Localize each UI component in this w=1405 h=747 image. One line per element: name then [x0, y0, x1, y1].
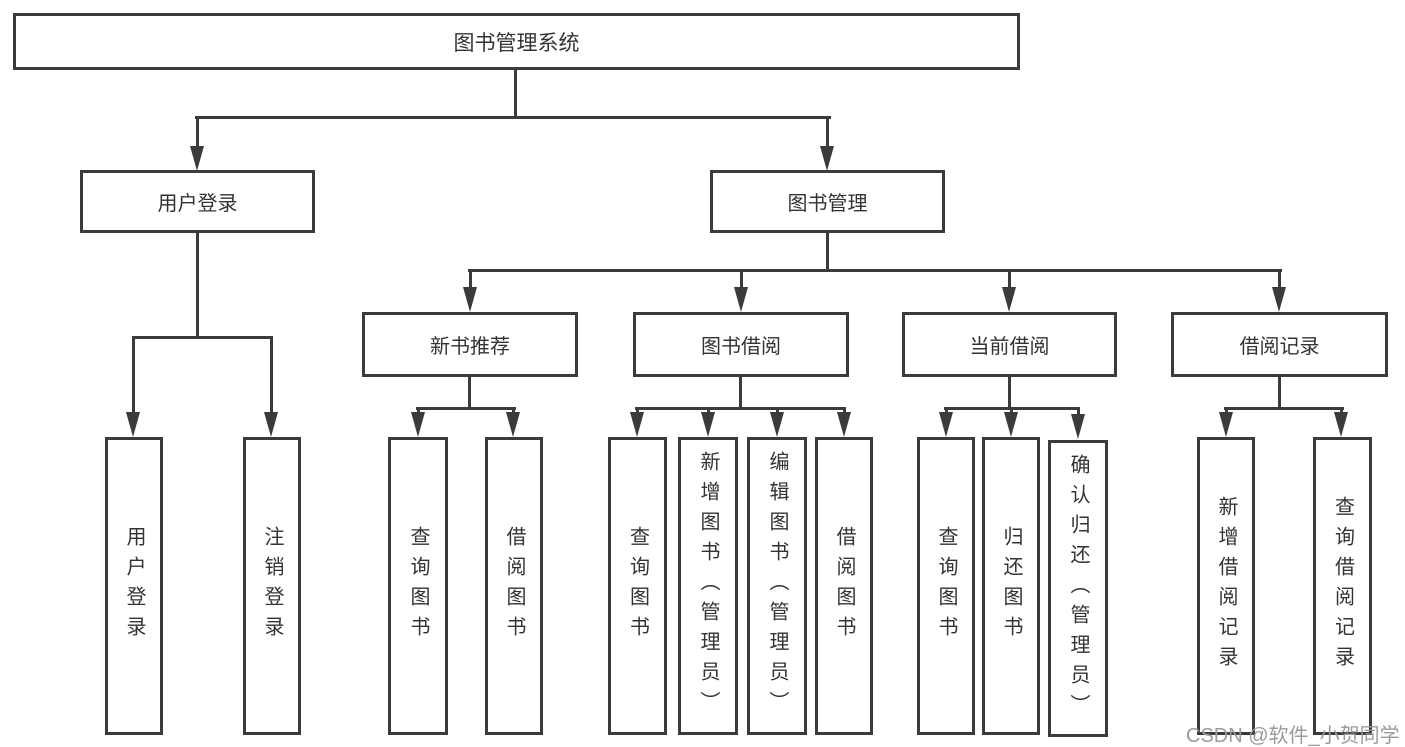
leaf-user-login-label: 用户登录	[123, 526, 145, 646]
connector-login-drop-2	[270, 336, 273, 414]
leaf-rec-query-books: 查询图书	[388, 437, 448, 735]
leaf-logout: 注销登录	[243, 437, 301, 735]
arrowhead-book-management	[820, 146, 834, 171]
connector-br-bar	[1224, 407, 1344, 410]
connector-rec-drop-2	[512, 407, 515, 416]
leaf-rec-borrow-books: 借阅图书	[485, 437, 543, 735]
arrowhead-user-login	[190, 146, 204, 171]
leaf-cb-query-books: 查询图书	[917, 437, 975, 735]
leaf-bb-edit-books-admin-label: 编辑图书（管理员）	[766, 451, 788, 721]
arrowhead-rec-borrow	[506, 412, 520, 437]
arrowhead-cb-confirm	[1071, 414, 1085, 439]
connector-mgmt-bar	[468, 269, 1282, 272]
leaf-cb-return-books: 归还图书	[982, 437, 1040, 735]
leaf-bb-borrow-books: 借阅图书	[815, 437, 873, 735]
leaf-cb-return-books-label: 归还图书	[1000, 526, 1022, 646]
node-user-login: 用户登录	[80, 170, 315, 233]
arrowhead-br-add	[1219, 412, 1233, 437]
arrowhead-br-query	[1334, 412, 1348, 437]
leaf-cb-confirm-return-admin-label: 确认归还（管理员）	[1067, 453, 1089, 724]
connector-root-drop-right	[826, 116, 829, 148]
arrowhead-leaf-logout	[264, 412, 278, 437]
arrowhead-new-book-recommend	[463, 287, 477, 312]
node-root-library-management-system: 图书管理系统	[13, 13, 1020, 70]
connector-bb-bar	[635, 407, 846, 410]
arrowhead-bb-borrow	[837, 412, 851, 437]
connector-mgmt-drop-2	[740, 269, 743, 291]
connector-mgmt-stem	[826, 231, 829, 272]
leaf-bb-add-books-admin: 新增图书（管理员）	[678, 437, 738, 735]
leaf-br-add-record-label: 新增借阅记录	[1215, 496, 1237, 676]
connector-br-stem	[1278, 375, 1281, 410]
connector-login-stem	[196, 231, 199, 339]
leaf-bb-edit-books-admin: 编辑图书（管理员）	[747, 437, 807, 735]
node-book-borrow: 图书借阅	[633, 312, 849, 377]
leaf-bb-add-books-admin-label: 新增图书（管理员）	[697, 451, 719, 721]
arrowhead-cb-query	[939, 412, 953, 437]
connector-rec-drop-1	[417, 407, 420, 416]
leaf-bb-borrow-books-label: 借阅图书	[833, 526, 855, 646]
connector-br-drop-1	[1225, 407, 1228, 416]
connector-mgmt-drop-4	[1278, 269, 1281, 291]
leaf-user-login: 用户登录	[105, 437, 163, 735]
connector-cb-drop-3	[1077, 407, 1080, 416]
connector-rec-stem	[468, 375, 471, 410]
connector-mgmt-drop-3	[1008, 269, 1011, 291]
connector-root-drop-left	[196, 116, 199, 148]
node-new-book-recommend: 新书推荐	[362, 312, 578, 377]
leaf-cb-query-books-label: 查询图书	[935, 526, 957, 646]
leaf-cb-confirm-return-admin: 确认归还（管理员）	[1048, 440, 1108, 737]
node-current-borrow: 当前借阅	[902, 312, 1117, 377]
arrowhead-rec-query	[411, 412, 425, 437]
connector-cb-drop-2	[1010, 407, 1013, 416]
arrowhead-book-borrow	[734, 287, 748, 312]
arrowhead-bb-edit	[770, 412, 784, 437]
watermark: CSDN @软件_小贺同学	[1186, 725, 1400, 747]
connector-bb-stem	[739, 375, 742, 410]
connector-bb-drop-2	[707, 407, 710, 416]
connector-br-drop-2	[1340, 407, 1343, 416]
arrowhead-leaf-user-login	[126, 412, 140, 437]
connector-rec-bar	[416, 407, 516, 410]
connector-login-drop-1	[132, 336, 135, 414]
leaf-bb-query-books-label: 查询图书	[626, 526, 649, 646]
connector-login-bar	[132, 336, 273, 339]
node-borrow-records: 借阅记录	[1171, 312, 1388, 377]
leaf-br-query-record-label: 查询借阅记录	[1331, 496, 1354, 676]
leaf-br-query-record: 查询借阅记录	[1313, 437, 1372, 735]
leaf-rec-query-books-label: 查询图书	[407, 526, 429, 646]
connector-mgmt-drop-1	[469, 269, 472, 291]
arrowhead-current-borrow	[1002, 287, 1016, 312]
leaf-bb-query-books: 查询图书	[608, 437, 667, 735]
arrowhead-cb-return	[1004, 412, 1018, 437]
arrowhead-bb-query	[630, 412, 644, 437]
leaf-logout-label: 注销登录	[261, 526, 283, 646]
connector-bb-drop-3	[776, 407, 779, 416]
connector-root-stem	[514, 68, 517, 119]
connector-bb-drop-4	[843, 407, 846, 416]
arrowhead-bb-add	[701, 412, 715, 437]
leaf-br-add-record: 新增借阅记录	[1197, 437, 1255, 735]
connector-root-bar	[195, 116, 831, 119]
connector-cb-drop-1	[945, 407, 948, 416]
node-book-management: 图书管理	[710, 170, 945, 233]
arrowhead-borrow-records	[1272, 287, 1286, 312]
connector-bb-drop-1	[636, 407, 639, 416]
leaf-rec-borrow-books-label: 借阅图书	[503, 526, 525, 646]
connector-cb-stem	[1008, 375, 1011, 410]
